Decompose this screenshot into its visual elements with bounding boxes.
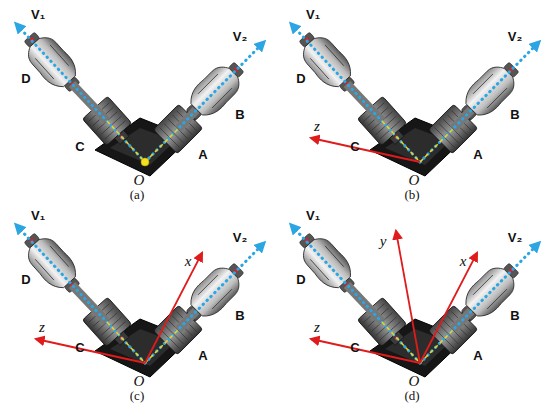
axis-name: V₂ xyxy=(233,231,247,244)
origin-name: O xyxy=(409,173,420,188)
part-name: D xyxy=(296,72,305,85)
frame-axis xyxy=(396,231,420,363)
axis-line xyxy=(293,26,420,162)
part-name: A xyxy=(198,349,207,362)
axis-line xyxy=(293,227,420,363)
axis-name: z xyxy=(314,320,320,335)
frame-axis xyxy=(311,339,420,363)
part-name: D xyxy=(21,273,30,286)
axis-name: V₂ xyxy=(233,30,247,43)
axis-name: V₁ xyxy=(306,8,320,21)
part-name: A xyxy=(473,148,482,161)
frame-axis xyxy=(311,138,420,162)
panel-art xyxy=(292,227,537,377)
axis-name: V₂ xyxy=(508,30,522,43)
axis-name: x xyxy=(185,254,192,269)
origin-name: O xyxy=(134,173,145,188)
panel-label: (b) xyxy=(404,188,419,201)
axis-name: x xyxy=(460,254,467,269)
part-name: D xyxy=(21,72,30,85)
panel-label: (d) xyxy=(404,389,419,402)
part-name: B xyxy=(235,108,244,121)
axis-line xyxy=(18,227,145,363)
part-name: B xyxy=(510,108,519,121)
part-name: A xyxy=(473,349,482,362)
origin-dot xyxy=(141,158,149,166)
axis-line xyxy=(18,26,145,162)
panel-art xyxy=(17,26,262,176)
axis-name: V₁ xyxy=(306,209,320,222)
part-name: D xyxy=(296,273,305,286)
axis-name: z xyxy=(314,119,320,134)
part-name: B xyxy=(510,309,519,322)
part-name: C xyxy=(75,341,84,354)
axis-name: V₂ xyxy=(508,231,522,244)
part-name: C xyxy=(75,140,84,153)
axis-name: z xyxy=(39,320,45,335)
frame-axis xyxy=(420,253,477,363)
panel-label: (a) xyxy=(130,188,144,201)
part-name: A xyxy=(198,148,207,161)
part-name: B xyxy=(235,309,244,322)
part-name: C xyxy=(350,341,359,354)
panel-art xyxy=(292,26,537,176)
origin-name: O xyxy=(409,374,420,389)
origin-name: O xyxy=(134,374,145,389)
axis-name: y xyxy=(380,234,387,249)
frame-axis xyxy=(36,339,145,363)
axis-name: V₁ xyxy=(31,209,45,222)
frame-axis xyxy=(145,253,202,363)
panel-label: (c) xyxy=(130,389,144,402)
part-name: C xyxy=(350,140,359,153)
axis-name: V₁ xyxy=(31,8,45,21)
panel-art xyxy=(17,227,262,377)
construction-line xyxy=(107,121,178,162)
